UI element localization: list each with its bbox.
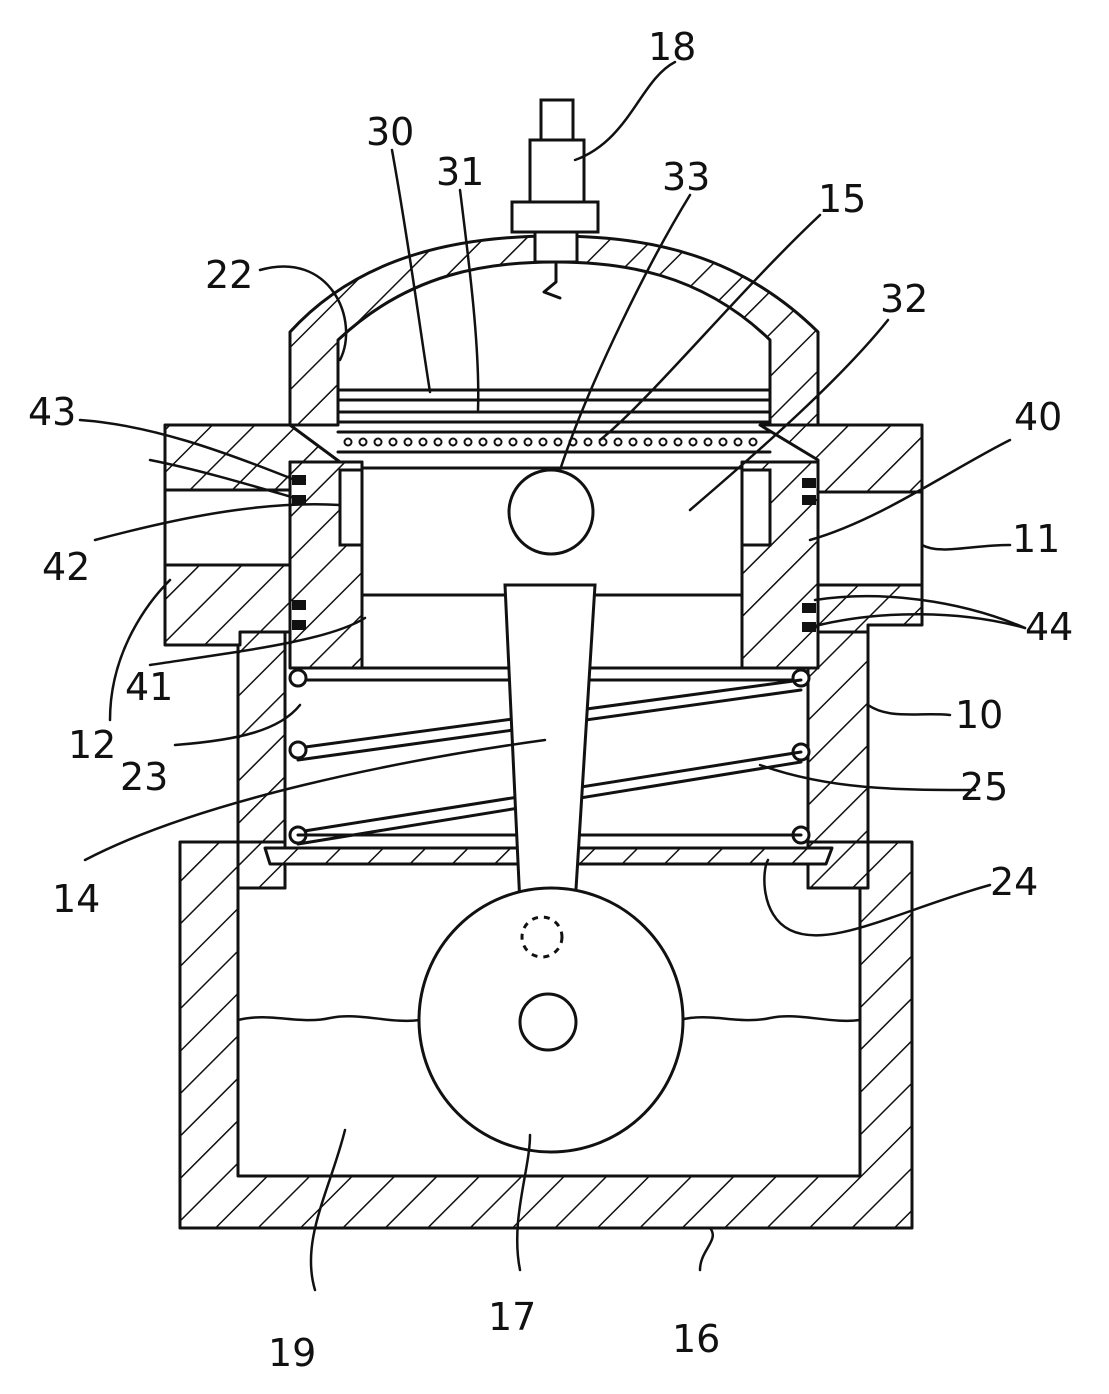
seal-43b bbox=[292, 495, 306, 505]
perforation-hole bbox=[673, 437, 683, 447]
perforation-hole bbox=[613, 437, 623, 447]
perforation-hole bbox=[478, 437, 488, 447]
seal-43a bbox=[292, 475, 306, 485]
label-12: 12 bbox=[68, 723, 116, 767]
port-block-right bbox=[758, 423, 924, 634]
perforation-hole bbox=[403, 437, 413, 447]
perforation-hole bbox=[463, 437, 473, 447]
crankshaft bbox=[518, 992, 578, 1052]
crank-17 bbox=[417, 886, 685, 1154]
label-40: 40 bbox=[1014, 395, 1062, 439]
label-22: 22 bbox=[205, 253, 253, 297]
oil-level-line-right bbox=[678, 1015, 862, 1023]
seal-41b bbox=[292, 620, 306, 630]
perforation-hole bbox=[418, 437, 428, 447]
perforation-hole bbox=[733, 437, 743, 447]
perforation-hole bbox=[538, 437, 548, 447]
label-14: 14 bbox=[52, 877, 100, 921]
label-41: 41 bbox=[125, 665, 173, 709]
perforation-hole bbox=[718, 437, 728, 447]
perforation-hole bbox=[373, 437, 383, 447]
oil-level-line-left bbox=[236, 1015, 422, 1023]
seal-44c bbox=[802, 603, 816, 613]
exhaust-port-12 bbox=[163, 488, 292, 567]
spark-plug bbox=[510, 98, 600, 300]
label-30: 30 bbox=[366, 110, 414, 154]
perforation-hole bbox=[508, 437, 518, 447]
valve-plates bbox=[336, 388, 772, 454]
label-11: 11 bbox=[1012, 517, 1060, 561]
leader-lines bbox=[78, 60, 1027, 1292]
perforation-row bbox=[343, 437, 758, 447]
perforation-hole bbox=[628, 437, 638, 447]
label-32: 32 bbox=[880, 277, 928, 321]
label-17: 17 bbox=[488, 1295, 536, 1339]
cylinder-body bbox=[236, 630, 870, 890]
perforation-hole bbox=[523, 437, 533, 447]
perforation-hole bbox=[658, 437, 668, 447]
perforation-hole bbox=[748, 437, 758, 447]
label-18: 18 bbox=[648, 25, 696, 69]
label-44: 44 bbox=[1025, 605, 1073, 649]
perforation-hole bbox=[643, 437, 653, 447]
perforation-hole bbox=[343, 437, 353, 447]
perforation-hole bbox=[358, 437, 368, 447]
perforation-hole bbox=[703, 437, 713, 447]
label-33: 33 bbox=[662, 155, 710, 199]
intake-port-11 bbox=[816, 490, 924, 587]
seal-41a bbox=[292, 600, 306, 610]
perforation-hole bbox=[493, 437, 503, 447]
perforation-hole bbox=[553, 437, 563, 447]
perforation-hole bbox=[448, 437, 458, 447]
cylinder-head bbox=[288, 234, 820, 427]
label-19: 19 bbox=[268, 1331, 316, 1375]
perforation-hole bbox=[583, 437, 593, 447]
label-42: 42 bbox=[42, 545, 90, 589]
label-25: 25 bbox=[960, 765, 1008, 809]
seal-44a bbox=[802, 478, 816, 488]
label-24: 24 bbox=[990, 860, 1038, 904]
perforation-hole bbox=[433, 437, 443, 447]
perforation-hole bbox=[688, 437, 698, 447]
seal-44d bbox=[802, 622, 816, 632]
perforation-hole bbox=[388, 437, 398, 447]
label-43: 43 bbox=[28, 390, 76, 434]
seal-44b bbox=[802, 495, 816, 505]
label-16: 16 bbox=[672, 1317, 720, 1361]
piston-pin-33 bbox=[507, 468, 595, 556]
label-15: 15 bbox=[818, 177, 866, 221]
crank-pin-hidden bbox=[520, 915, 564, 959]
label-23: 23 bbox=[120, 755, 168, 799]
label-10: 10 bbox=[955, 693, 1003, 737]
reference-numerals: 18 30 31 33 15 22 32 43 40 42 11 44 12 4… bbox=[28, 25, 1073, 1375]
label-31: 31 bbox=[436, 150, 484, 194]
